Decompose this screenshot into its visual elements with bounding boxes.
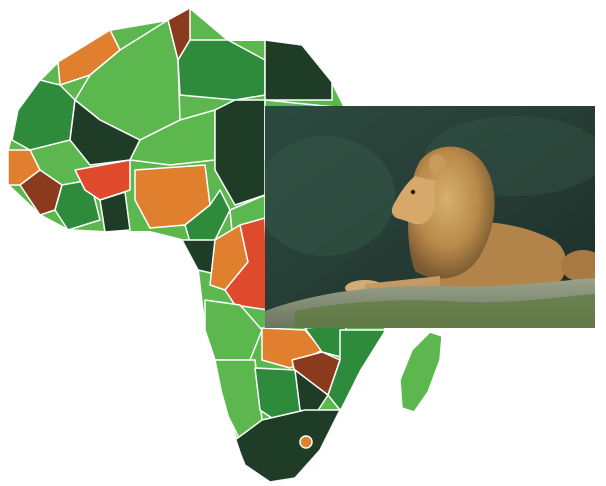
region-mauritania [11,79,76,151]
lion-mane [408,146,495,279]
lion-background [561,250,595,282]
madagascar [399,331,443,413]
lion-ear [429,154,445,174]
lion-eye [410,189,416,195]
region-ghana [99,191,131,233]
lion-photo [265,106,595,328]
lion-face [391,176,435,225]
region-egypt [264,39,333,101]
region-south-africa [234,409,341,482]
region-lesotho [299,435,313,449]
